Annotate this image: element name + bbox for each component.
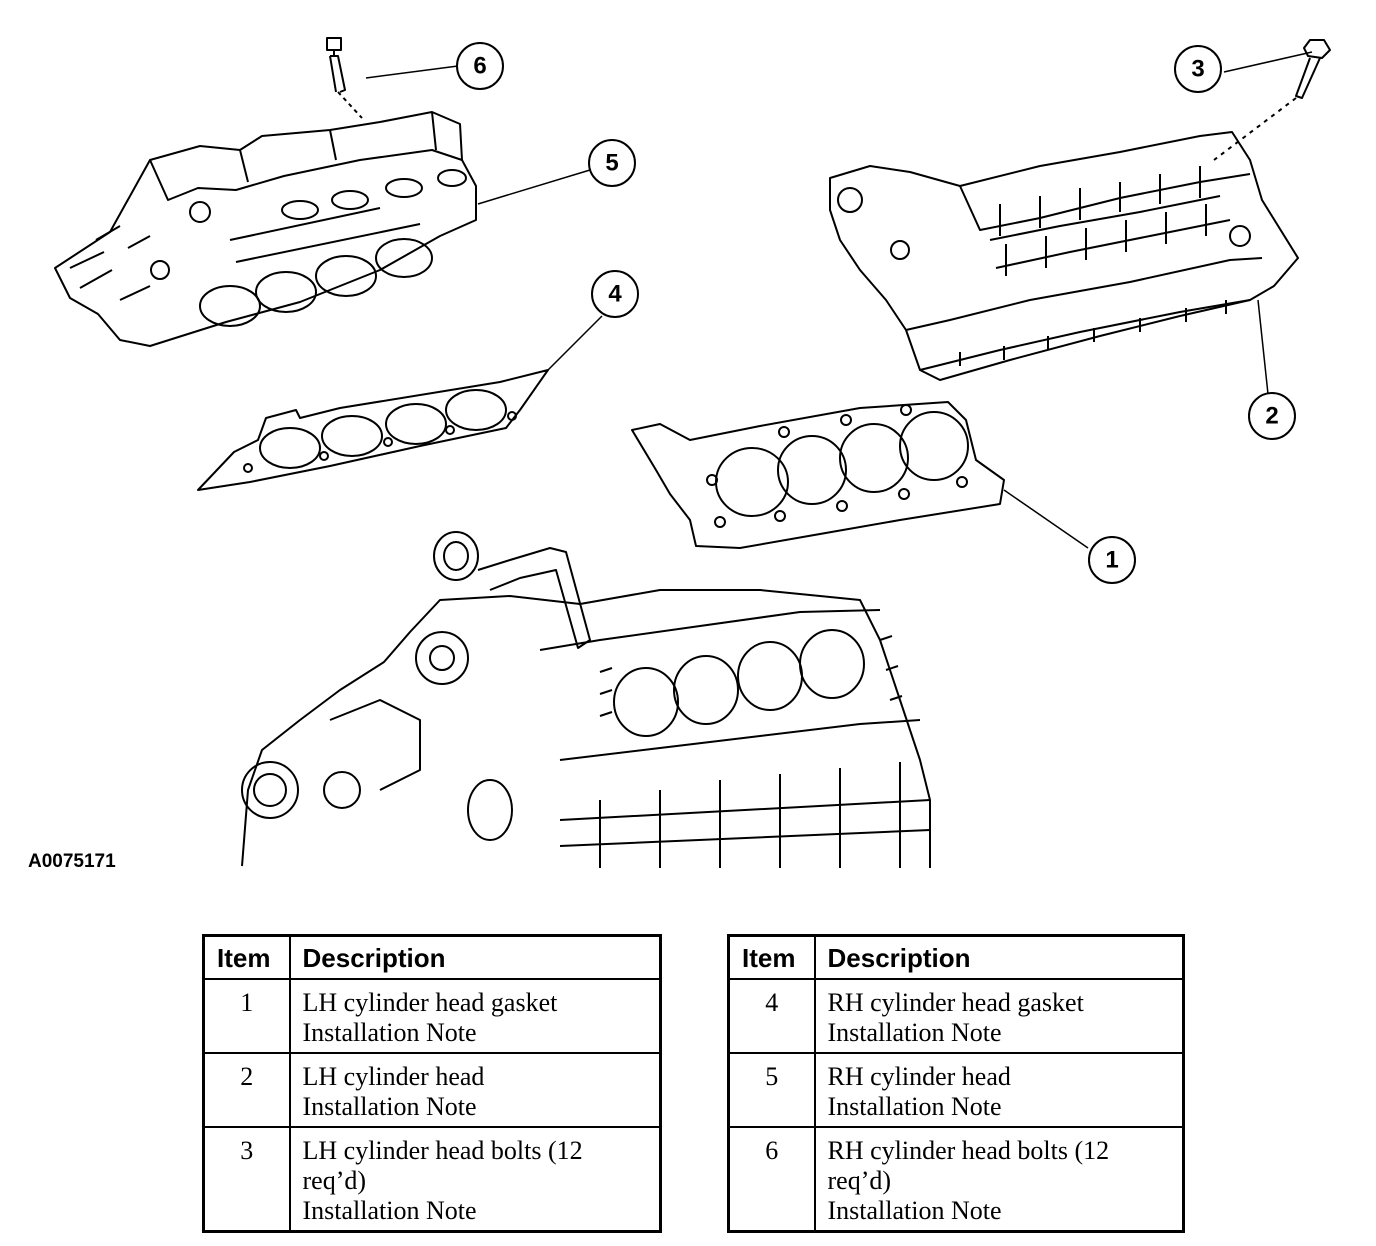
table-row: 4 RH cylinder head gasket Installation N…: [727, 978, 1185, 1054]
item-number: 4: [727, 978, 816, 1054]
rh-head-gasket: [197, 369, 549, 491]
svg-text:5: 5: [605, 150, 618, 177]
engine-block: [241, 531, 931, 868]
description-line: RH cylinder head: [827, 1062, 1011, 1091]
callout-2: 2: [1248, 392, 1296, 440]
callout-3: 3: [1174, 45, 1222, 93]
legend-header-row: Item Description: [202, 934, 662, 980]
legend-table-left: Item Description 1 LH cylinder head gask…: [202, 934, 662, 1233]
header-description: Description: [813, 934, 1185, 980]
header-item: Item: [202, 934, 291, 980]
table-row: 1 LH cylinder head gasket Installation N…: [202, 978, 662, 1054]
legend-table-right: Item Description 4 RH cylinder head gask…: [727, 934, 1185, 1233]
item-number: 3: [202, 1126, 291, 1233]
table-row: 5 RH cylinder head Installation Note: [727, 1052, 1185, 1128]
item-description: RH cylinder head Installation Note: [813, 1052, 1185, 1128]
description-line: Installation Note: [827, 1196, 1002, 1225]
header-item: Item: [727, 934, 816, 980]
rh-head-bolt: [326, 37, 363, 119]
item-number: 6: [727, 1126, 816, 1233]
description-line: LH cylinder head: [302, 1062, 485, 1091]
description-line: req’d): [827, 1166, 892, 1195]
description-line: req’d): [302, 1166, 367, 1195]
description-line: LH cylinder head gasket: [302, 988, 558, 1017]
leader-lines: [365, 51, 1313, 549]
description-line: Installation Note: [302, 1092, 477, 1121]
callout-4: 4: [591, 270, 639, 318]
item-description: LH cylinder head Installation Note: [288, 1052, 662, 1128]
item-description: RH cylinder head bolts (12 req’d) Instal…: [813, 1126, 1185, 1233]
legend-header-row: Item Description: [727, 934, 1185, 980]
exploded-view-illustration: 6 5 4 3 2 1: [54, 37, 1331, 868]
item-number: 1: [202, 978, 291, 1054]
callout-1: 1: [1088, 536, 1136, 584]
rh-cylinder-head: [54, 111, 477, 347]
description-line: RH cylinder head gasket: [827, 988, 1084, 1017]
description-line: Installation Note: [302, 1196, 477, 1225]
table-row: 3 LH cylinder head bolts (12 req’d) Inst…: [202, 1126, 662, 1233]
svg-text:3: 3: [1191, 56, 1204, 83]
description-line: LH cylinder head bolts (12: [302, 1136, 583, 1165]
table-row: 2 LH cylinder head Installation Note: [202, 1052, 662, 1128]
description-line: Installation Note: [302, 1018, 477, 1047]
svg-text:2: 2: [1265, 403, 1278, 430]
figure-id: A0075171: [28, 851, 116, 872]
lh-cylinder-head: [829, 131, 1299, 381]
lh-head-gasket: [631, 401, 1005, 549]
lh-head-bolt: [1213, 39, 1331, 161]
svg-text:6: 6: [473, 53, 486, 80]
svg-text:1: 1: [1105, 547, 1118, 574]
item-number: 5: [727, 1052, 816, 1128]
item-number: 2: [202, 1052, 291, 1128]
description-line: RH cylinder head bolts (12: [827, 1136, 1110, 1165]
svg-text:4: 4: [608, 281, 622, 308]
item-description: LH cylinder head bolts (12 req’d) Instal…: [288, 1126, 662, 1233]
item-description: RH cylinder head gasket Installation Not…: [813, 978, 1185, 1054]
description-line: Installation Note: [827, 1092, 1002, 1121]
table-row: 6 RH cylinder head bolts (12 req’d) Inst…: [727, 1126, 1185, 1233]
header-description: Description: [288, 934, 662, 980]
callout-6: 6: [456, 42, 504, 90]
description-line: Installation Note: [827, 1018, 1002, 1047]
callout-5: 5: [588, 139, 636, 187]
item-description: LH cylinder head gasket Installation Not…: [288, 978, 662, 1054]
